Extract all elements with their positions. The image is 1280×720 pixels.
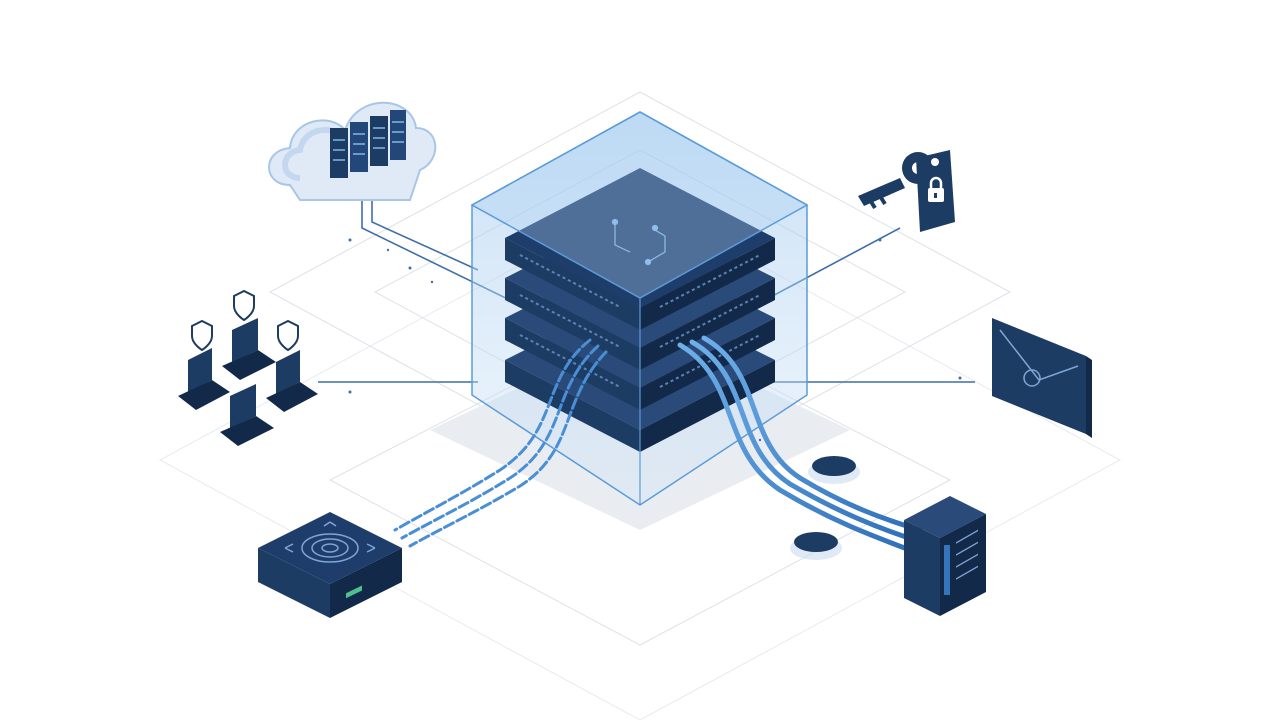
- server-rack-icon: [330, 110, 406, 178]
- laptop-icon: [220, 384, 274, 446]
- central-server-stack-icon: [470, 111, 809, 506]
- drive-slots: [956, 529, 978, 580]
- particles: [348, 238, 962, 442]
- padlock-icon: [928, 176, 944, 202]
- status-led: [346, 585, 362, 599]
- laptop-icon: [266, 319, 318, 412]
- secure-laptop-cluster-icon: [178, 289, 318, 446]
- storage-tower-icon: [904, 496, 986, 616]
- data-cables-right: [677, 335, 923, 553]
- cloud-server-rack-icon: [268, 101, 437, 201]
- sensor-pad: [790, 532, 842, 560]
- laptop-icon: [178, 319, 230, 410]
- server-top-layer: [505, 168, 775, 330]
- circuit-pattern: [611, 218, 666, 266]
- key-lock-tag-icon: [858, 150, 955, 232]
- vault-router-icon: [258, 512, 402, 618]
- laptop-icon: [222, 289, 276, 380]
- seal-icon: [1023, 369, 1041, 387]
- data-cables-left: [393, 338, 608, 548]
- target-icon: [301, 533, 359, 563]
- sensor-pad: [808, 456, 860, 484]
- encrypted-envelope-icon: [992, 318, 1092, 438]
